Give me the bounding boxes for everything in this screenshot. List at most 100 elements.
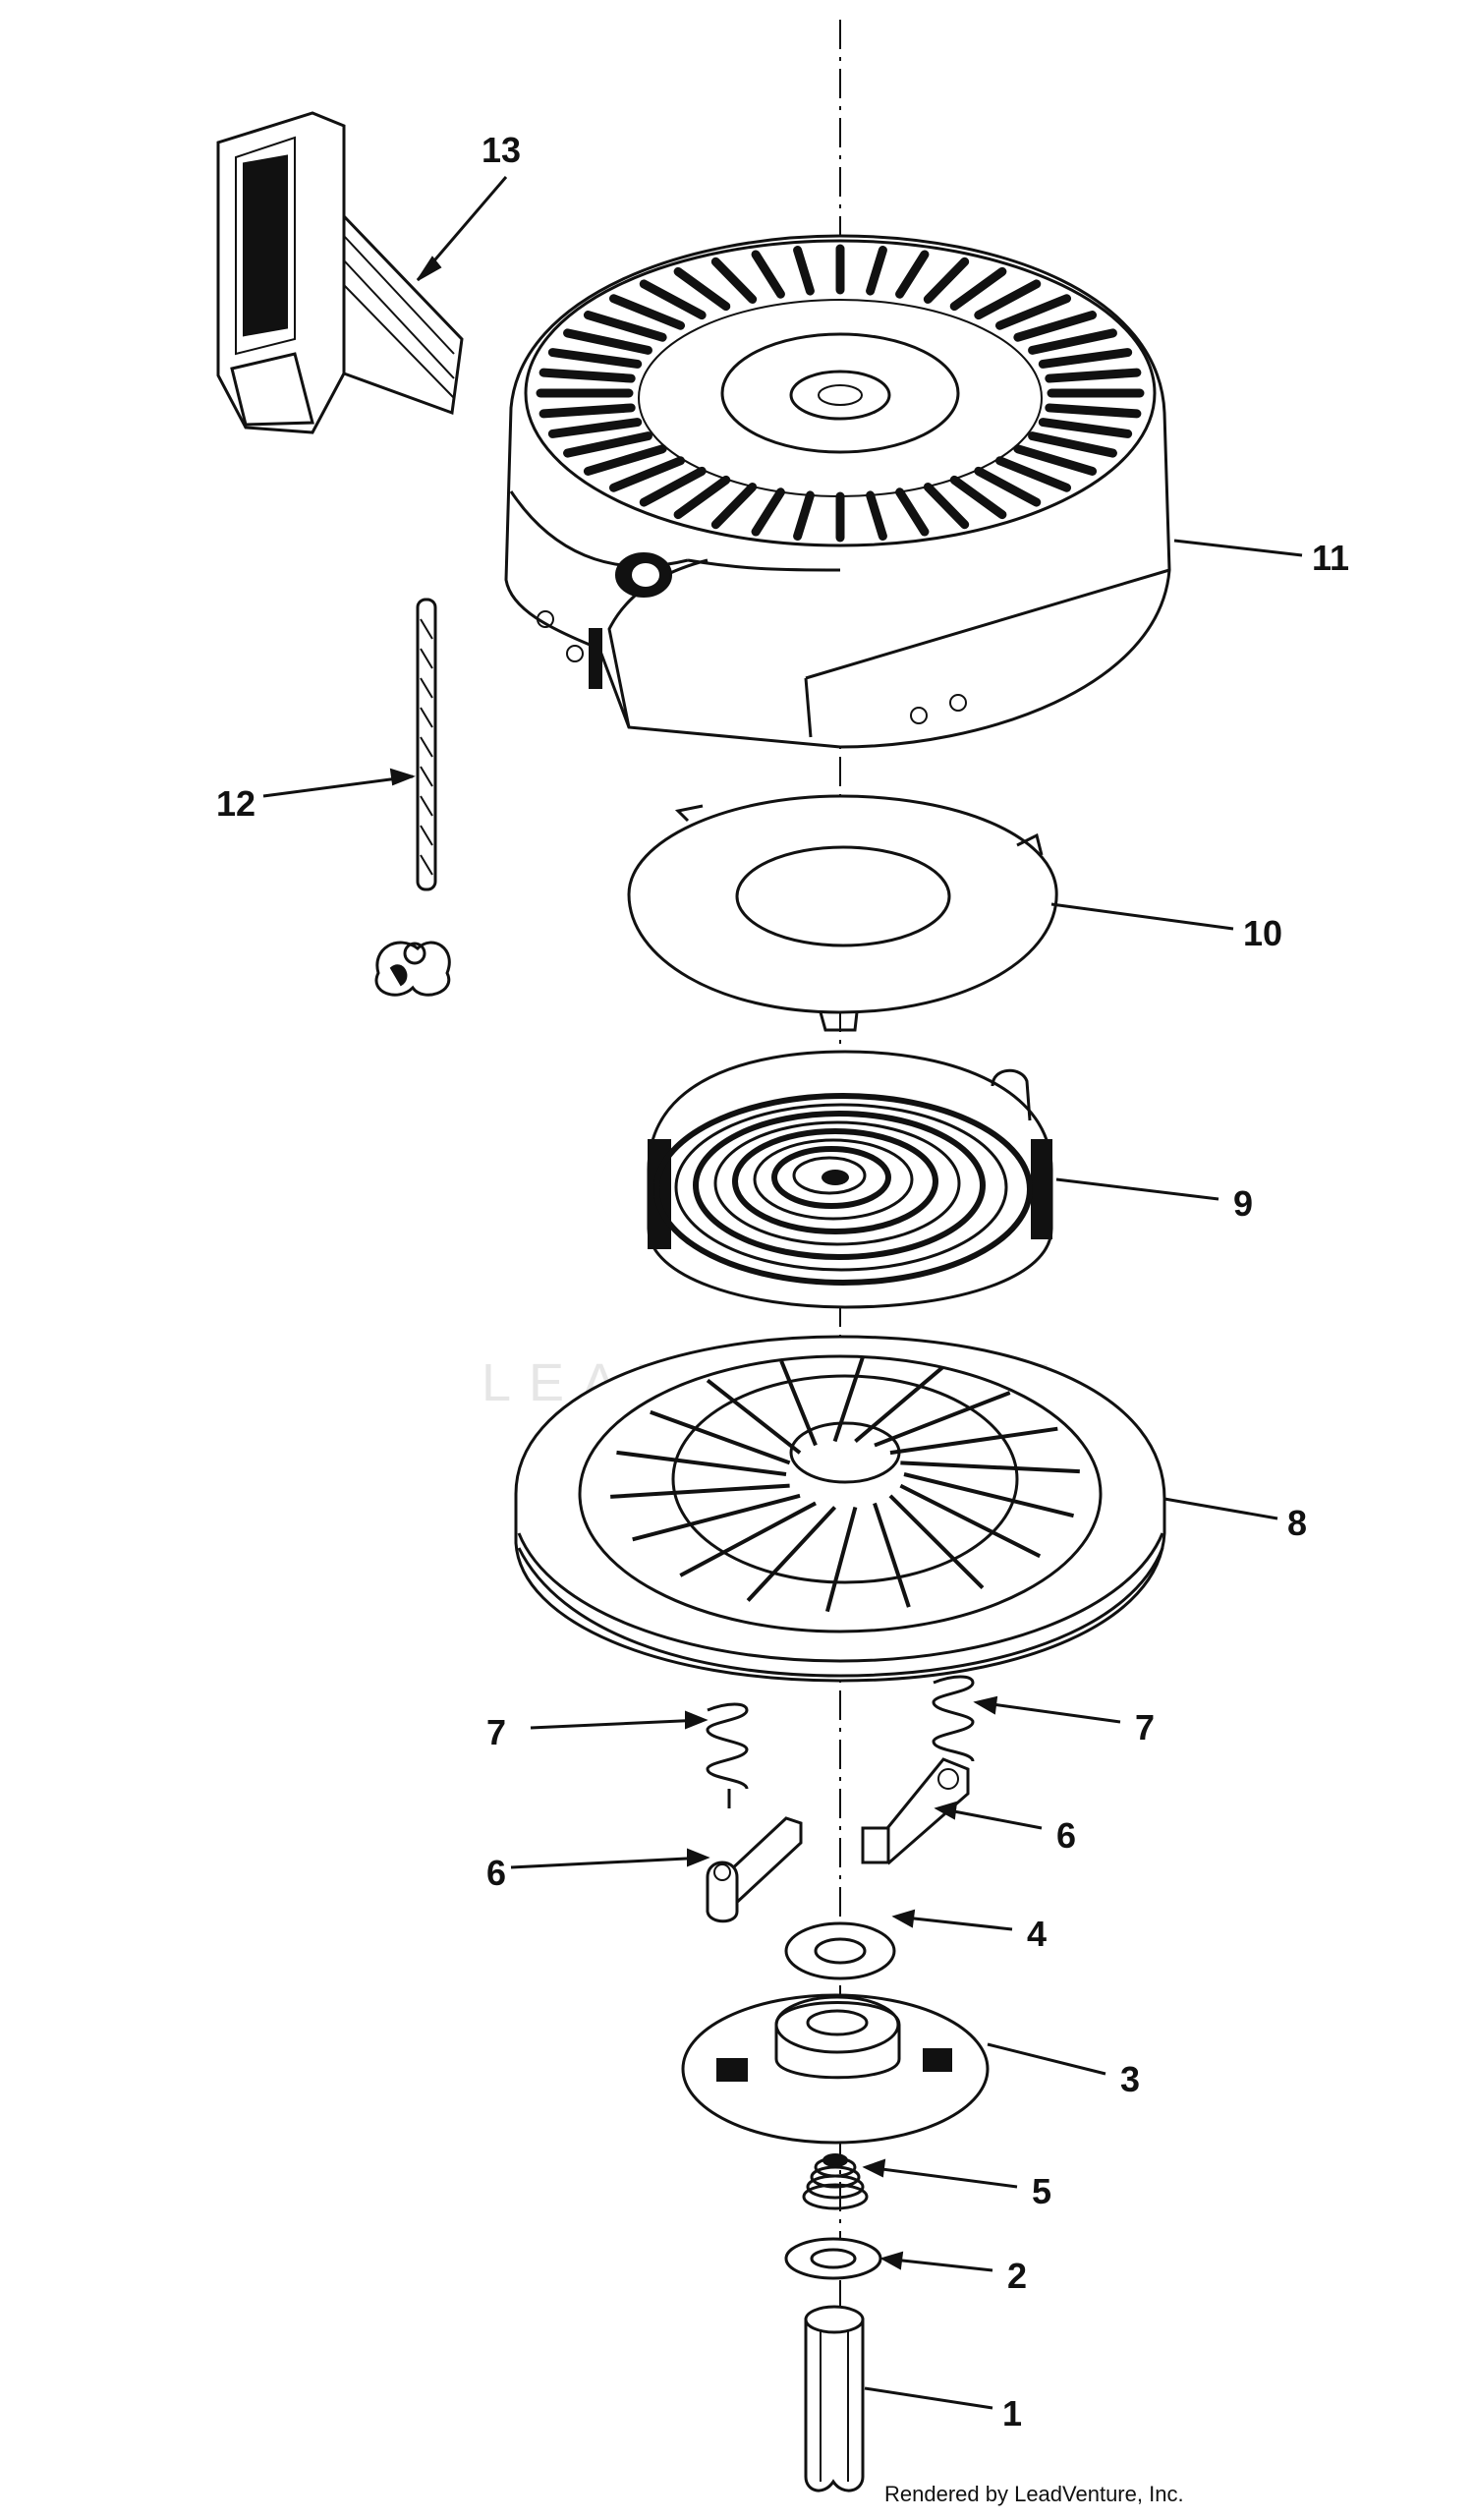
leader-6-left: [510, 1856, 707, 1869]
callout-8: 8: [1287, 1503, 1307, 1543]
pulley-vane: [888, 1494, 985, 1590]
leader-1: [864, 2386, 993, 2410]
pulley-vane: [616, 1450, 787, 1476]
housing-fin: [923, 483, 970, 530]
pulley-vane: [746, 1506, 837, 1602]
housing-fin: [1038, 348, 1133, 369]
spring-coil: [732, 1128, 938, 1234]
housing-fin: [547, 418, 643, 438]
housing-fin: [1013, 444, 1098, 476]
callout-6-left: 6: [486, 1853, 506, 1893]
pulley-vane: [889, 1426, 1058, 1456]
part-11-housing: [504, 234, 1171, 749]
housing-fin: [923, 257, 970, 304]
housing-fin: [895, 487, 930, 537]
part-4-washer: [784, 1921, 896, 1980]
housing-fin: [793, 490, 815, 542]
part-6-pawl-right: [861, 1757, 970, 1865]
pulley-vane: [610, 1483, 790, 1499]
spring-coil: [653, 1093, 1033, 1286]
leader-8: [1163, 1497, 1278, 1520]
housing-fin: [710, 257, 758, 304]
pulley-vane: [824, 1506, 858, 1613]
callout-7-right: 7: [1135, 1707, 1155, 1747]
housing-fin: [949, 475, 1007, 520]
housing-fin: [793, 245, 815, 296]
housing-fin: [547, 348, 643, 369]
part-7-spring-left: [706, 1702, 749, 1808]
pulley-vane: [679, 1501, 817, 1577]
pulley-vane: [632, 1493, 801, 1542]
leader-10: [1050, 902, 1234, 931]
part-3-retainer: [681, 1993, 990, 2145]
housing-fin: [563, 328, 652, 355]
housing-fin: [974, 279, 1042, 320]
spring-coil: [674, 1103, 1008, 1272]
pulley-vane: [832, 1355, 865, 1443]
housing-fin: [1045, 368, 1142, 383]
pulley-vane: [899, 1483, 1042, 1559]
housing-fin: [673, 266, 731, 312]
housing-fin: [1028, 431, 1117, 458]
spring-coil: [713, 1120, 961, 1246]
pulley-vane: [706, 1378, 802, 1455]
housing-fin: [994, 294, 1072, 330]
part-5-spring: [802, 2153, 869, 2210]
spring-center: [822, 1170, 849, 1185]
spring-coil: [771, 1146, 891, 1209]
housing-fin: [866, 245, 887, 296]
leader-4: [895, 1915, 1013, 1931]
housing-fin: [563, 431, 652, 458]
part-13-handle: [216, 111, 464, 434]
pulley-vane: [873, 1502, 911, 1608]
pulley-vane: [874, 1391, 1011, 1448]
housing-fin: [751, 250, 785, 299]
leader-12: [262, 774, 414, 798]
housing-fin: [994, 456, 1072, 492]
callout-3: 3: [1120, 2059, 1140, 2099]
leader-7-left: [530, 1718, 704, 1730]
leader-3: [987, 2042, 1106, 2076]
part-10-plate: [627, 794, 1058, 1032]
housing-fin: [608, 456, 686, 492]
housing-fin: [1038, 418, 1133, 438]
callout-4: 4: [1027, 1914, 1047, 1954]
part-8-pulley: [514, 1335, 1166, 1683]
housing-fin: [583, 444, 667, 476]
housing-fin: [673, 475, 731, 520]
callout-11: 11: [1312, 538, 1349, 578]
spring-coil: [693, 1111, 986, 1260]
callout-1: 1: [1002, 2393, 1022, 2434]
housing-fin: [751, 487, 785, 537]
part-1-pin: [804, 2305, 865, 2492]
callout-5: 5: [1032, 2171, 1051, 2211]
part-6-pawl-left: [706, 1816, 803, 1923]
callout-2: 2: [1007, 2256, 1027, 2296]
spring-coil: [753, 1138, 914, 1221]
housing-fin: [608, 294, 686, 330]
part-2-washer: [784, 2237, 882, 2280]
pulley-vane: [650, 1409, 791, 1465]
callout-9: 9: [1233, 1183, 1253, 1224]
callouts: 13 11 12 10 9 8 7 7 6 6 4 3 5 2 1: [216, 130, 1349, 2434]
housing-fin: [866, 490, 887, 542]
housing-fin: [949, 266, 1007, 312]
part-9-spring: [647, 1050, 1053, 1309]
credit-text: Rendered by LeadVenture, Inc.: [884, 2482, 1184, 2506]
housing-fin: [974, 466, 1042, 507]
pulley-vane: [900, 1460, 1080, 1474]
housing-fin: [1013, 311, 1098, 342]
pulley-vane: [854, 1366, 944, 1444]
callout-12: 12: [216, 783, 255, 824]
housing-fin: [539, 403, 636, 419]
pulley-vane: [779, 1360, 818, 1447]
housing-fin: [583, 311, 667, 342]
housing-fin: [1028, 328, 1117, 355]
leader-7-right: [977, 1700, 1121, 1724]
housing-fin: [1045, 403, 1142, 419]
callout-6-right: 6: [1056, 1815, 1076, 1856]
callout-7-left: 7: [486, 1712, 506, 1752]
spring-coil: [792, 1156, 867, 1195]
leader-9: [1055, 1177, 1219, 1201]
